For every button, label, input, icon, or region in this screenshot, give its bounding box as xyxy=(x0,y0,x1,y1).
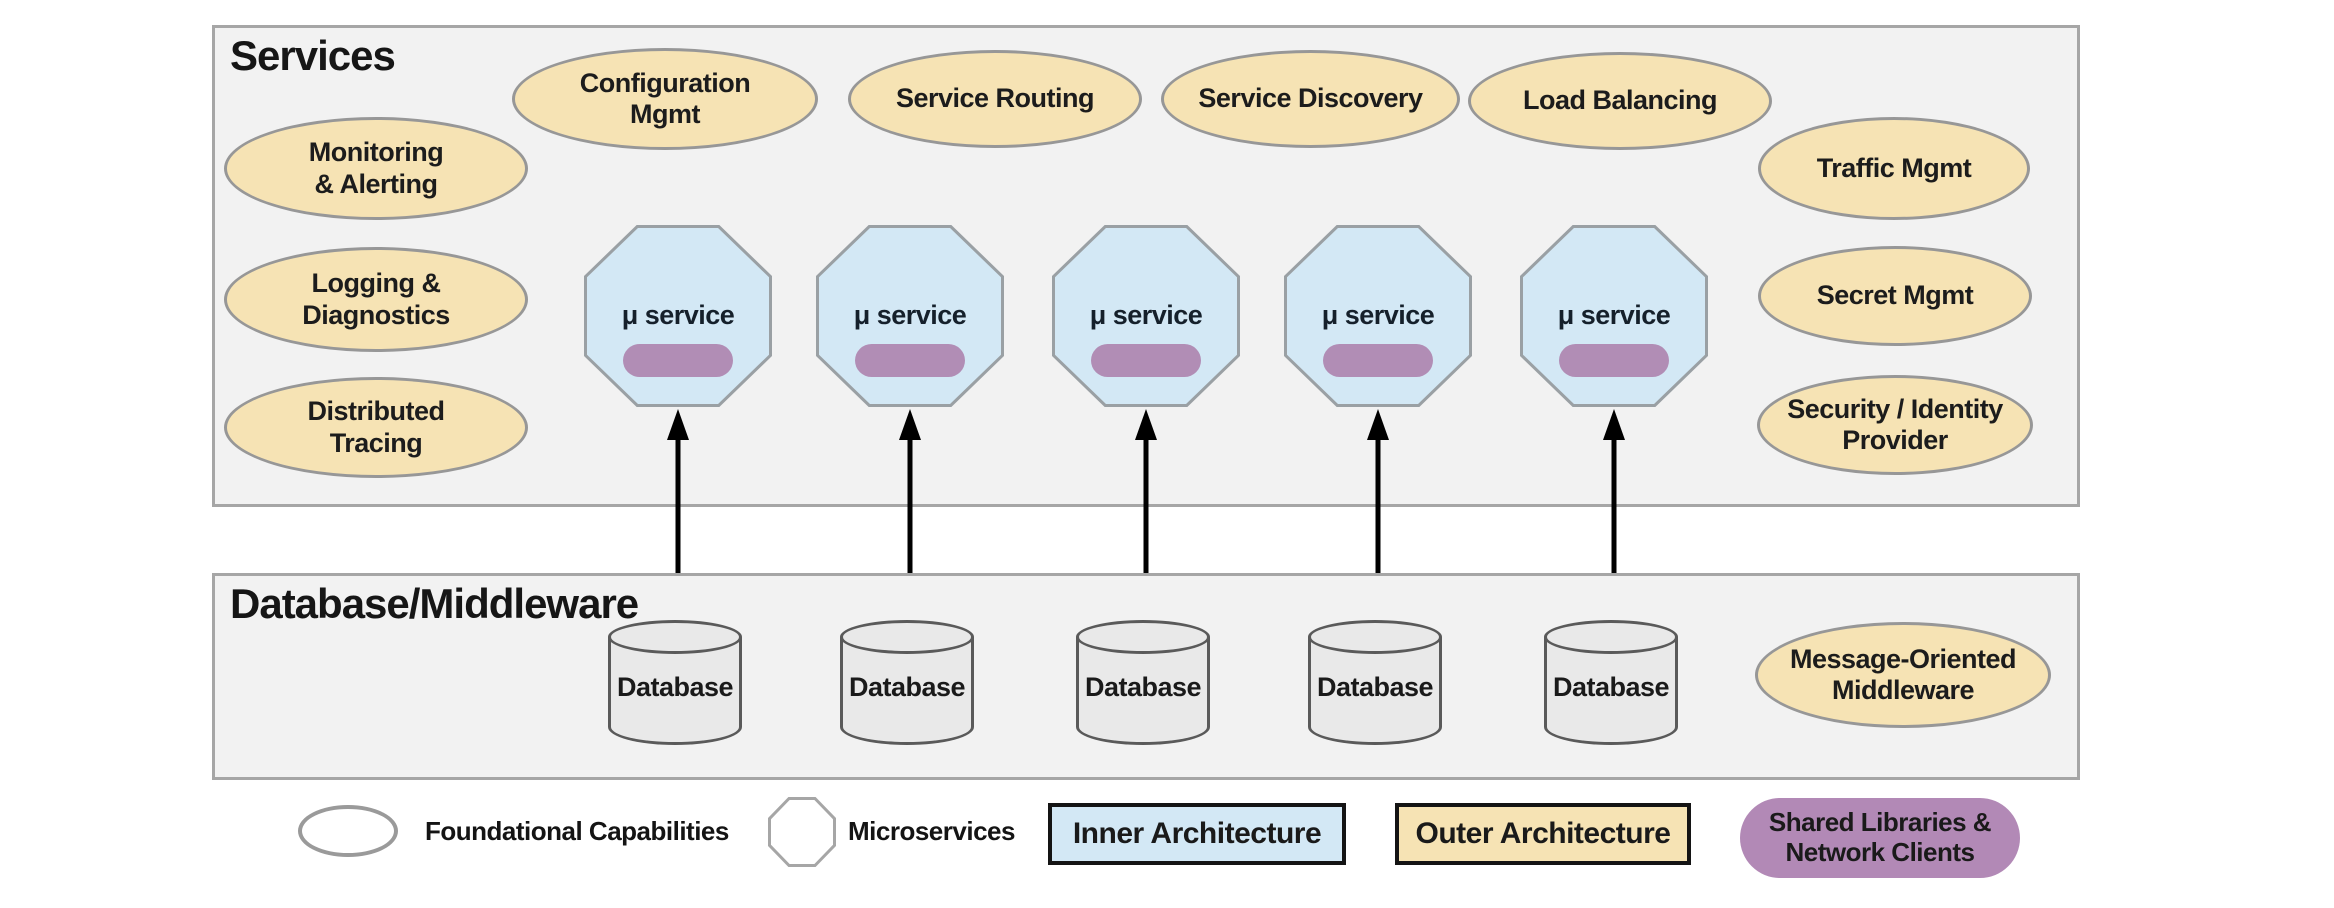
legend-microservices-label: Microservices xyxy=(848,815,1015,846)
database-label: Database xyxy=(1552,672,1670,702)
shared-library-pill xyxy=(1091,344,1201,377)
legend-microservices-octagon-icon xyxy=(768,797,836,867)
capability-logging-diagnostics: Logging & Diagnostics xyxy=(224,247,528,352)
capability-monitoring-alerting: Monitoring & Alerting xyxy=(224,117,528,220)
database-cylinder-top xyxy=(1308,620,1442,654)
database-label: Database xyxy=(848,672,966,702)
capability-service-discovery: Service Discovery xyxy=(1161,50,1460,148)
database-middleware-section-title: Database/Middleware xyxy=(230,580,639,627)
database-cylinder-top xyxy=(1076,620,1210,654)
database-label: Database xyxy=(1084,672,1202,702)
database-label: Database xyxy=(1316,672,1434,702)
octagon-body: μ service xyxy=(1287,228,1469,404)
capability-secret-mgmt: Secret Mgmt xyxy=(1758,246,2032,346)
capability-configuration-mgmt: Configuration Mgmt xyxy=(512,48,818,150)
octagon-body: μ service xyxy=(1055,228,1237,404)
database-cylinder-body xyxy=(1544,637,1678,745)
capability-security-identity-provider: Security / Identity Provider xyxy=(1757,375,2033,475)
microservice-label: μ service xyxy=(1557,300,1671,330)
octagon-body: μ service xyxy=(587,228,769,404)
octagon-body: μ service xyxy=(819,228,1001,404)
microservice-octagon: μ service xyxy=(584,225,772,407)
shared-library-pill xyxy=(1559,344,1669,377)
database-cylinder: Database xyxy=(1544,620,1684,748)
database-cylinder-top xyxy=(608,620,742,654)
octagon-body xyxy=(771,800,833,864)
capability-distributed-tracing: Distributed Tracing xyxy=(224,377,528,478)
legend-foundational-ellipse-icon xyxy=(298,805,398,857)
shared-library-pill xyxy=(855,344,965,377)
capability-service-routing: Service Routing xyxy=(848,50,1142,148)
microservice-label: μ service xyxy=(1089,300,1203,330)
database-cylinder-body xyxy=(608,637,742,745)
database-cylinder: Database xyxy=(608,620,748,748)
capability-message-oriented-middleware: Message-Oriented Middleware xyxy=(1755,622,2051,728)
microservice-label: μ service xyxy=(1321,300,1435,330)
microservice-label: μ service xyxy=(621,300,735,330)
database-cylinder: Database xyxy=(840,620,980,748)
microservice-octagon: μ service xyxy=(816,225,1004,407)
microservice-octagon: μ service xyxy=(1520,225,1708,407)
database-cylinder-top xyxy=(840,620,974,654)
microservice-octagon: μ service xyxy=(1052,225,1240,407)
database-cylinder-body xyxy=(840,637,974,745)
database-cylinder: Database xyxy=(1308,620,1448,748)
legend-shared-libraries-pill: Shared Libraries & Network Clients xyxy=(1740,798,2020,878)
capability-traffic-mgmt: Traffic Mgmt xyxy=(1758,117,2030,220)
octagon-body: μ service xyxy=(1523,228,1705,404)
database-cylinder: Database xyxy=(1076,620,1216,748)
database-cylinder-body xyxy=(1308,637,1442,745)
legend-inner-architecture-badge: Inner Architecture xyxy=(1048,803,1346,865)
database-label: Database xyxy=(616,672,734,702)
microservice-octagon: μ service xyxy=(1284,225,1472,407)
capability-load-balancing: Load Balancing xyxy=(1468,52,1772,150)
legend-foundational-label: Foundational Capabilities xyxy=(425,815,729,846)
shared-library-pill xyxy=(1323,344,1433,377)
shared-library-pill xyxy=(623,344,733,377)
services-section-title: Services xyxy=(230,32,396,79)
database-cylinder-top xyxy=(1544,620,1678,654)
legend-outer-architecture-badge: Outer Architecture xyxy=(1395,803,1691,865)
database-cylinder-body xyxy=(1076,637,1210,745)
microservice-label: μ service xyxy=(853,300,967,330)
